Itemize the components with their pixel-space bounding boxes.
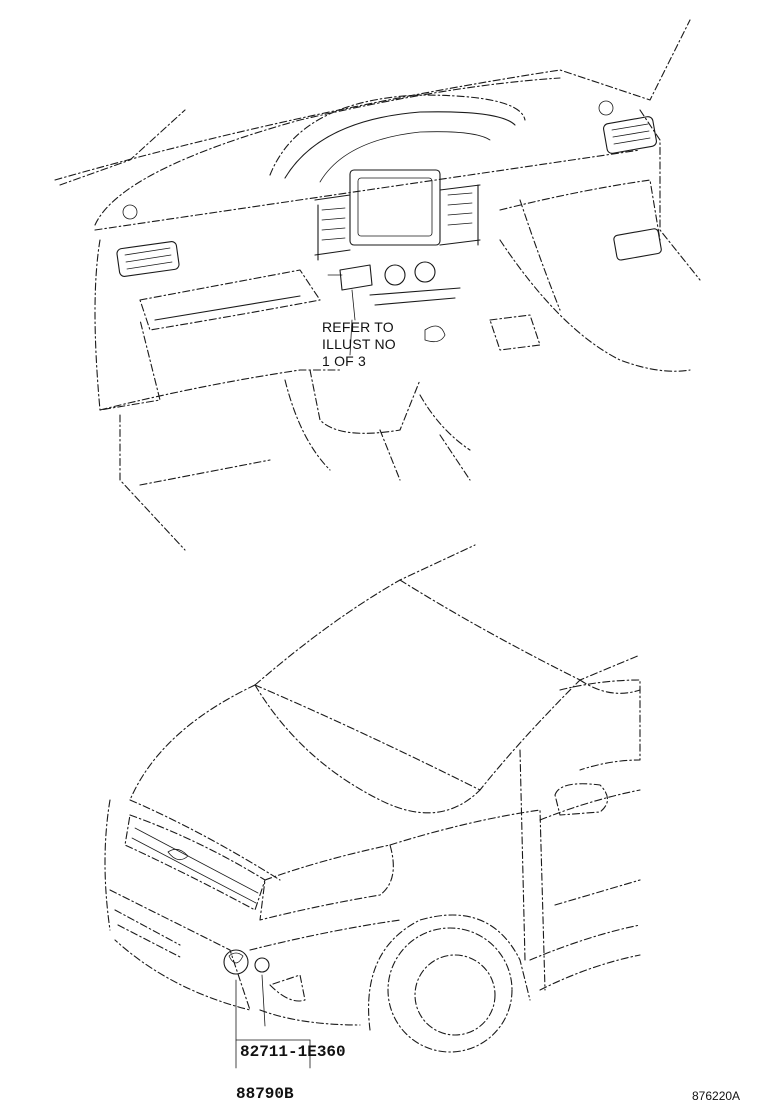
part-number-82711: 82711-1E360 xyxy=(240,1043,346,1061)
headlight xyxy=(259,844,394,921)
callout-line-3: 1 OF 3 xyxy=(322,353,366,369)
side-mirror xyxy=(554,783,609,816)
front-emblem-icon xyxy=(223,949,249,975)
dashboard-illustration xyxy=(54,19,701,551)
emblem-icon xyxy=(167,848,189,861)
front-wheel xyxy=(387,927,513,1053)
climate-knob-icon xyxy=(384,264,406,286)
grille xyxy=(124,814,266,911)
emblem-clip-icon xyxy=(254,957,270,973)
callout-line-1: REFER TO xyxy=(322,319,394,335)
right-vent xyxy=(603,116,657,154)
illustration-number: 876220A xyxy=(692,1089,740,1103)
left-vent xyxy=(116,241,180,277)
car-front-illustration xyxy=(104,544,641,1069)
switch-part xyxy=(339,264,373,291)
callout-line-2: ILLUST NO xyxy=(322,336,396,352)
part-number-88790b: 88790B xyxy=(236,1085,294,1103)
center-display xyxy=(349,169,441,246)
climate-knob-icon xyxy=(414,261,436,283)
